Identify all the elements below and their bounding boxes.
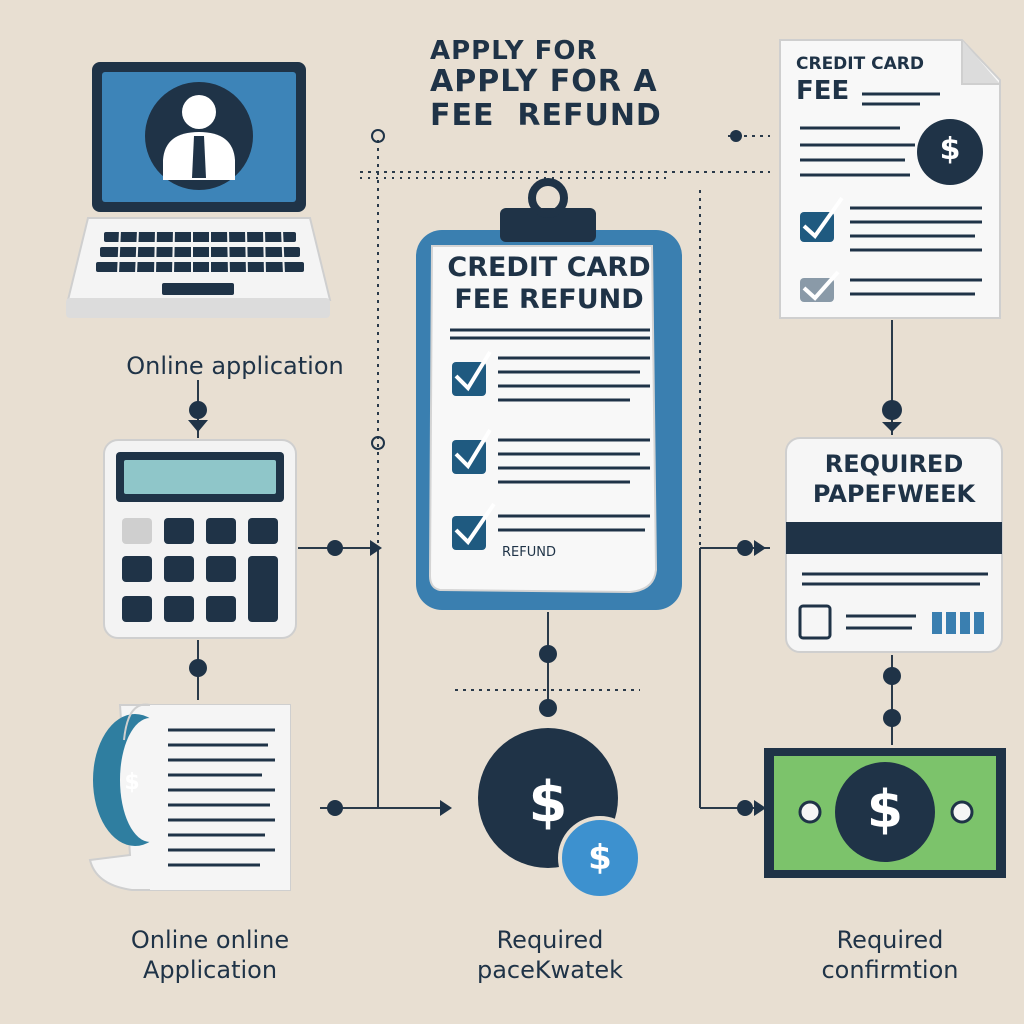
- clipboard-icon: [416, 178, 682, 610]
- paperwork-heading-2: PAPEFWEEK: [812, 480, 976, 508]
- title-line-3: FEE REFUND: [430, 98, 662, 133]
- document-heading-2: FEE: [796, 76, 850, 106]
- connector-node: [539, 699, 557, 717]
- arrow-head: [882, 422, 902, 432]
- arrow-head: [754, 540, 766, 556]
- connector-node: [371, 436, 385, 450]
- checkbox-icon: [452, 502, 496, 550]
- arrow-head: [370, 540, 382, 556]
- receipt-caption-2: Application: [142, 956, 278, 984]
- connector-node: [882, 400, 902, 420]
- clipboard-heading-2: FEE REFUND: [454, 284, 644, 315]
- bill-caption-2: confirmtion: [821, 956, 959, 984]
- receipt-caption-1: Online online: [130, 926, 290, 954]
- dollar-badge-icon: [917, 119, 983, 185]
- connector-node: [371, 129, 385, 143]
- checkbox-icon: [800, 196, 844, 242]
- checkbox-icon: [800, 270, 840, 302]
- clipboard-heading-1: CREDIT CARD: [447, 252, 651, 283]
- bill-symbol: $: [866, 780, 904, 840]
- connector-node: [730, 130, 742, 142]
- arrow-heads: [188, 420, 902, 816]
- paperwork-heading-1: REQUIRED: [824, 450, 964, 478]
- connector-nodes: [189, 129, 902, 816]
- connector-node: [327, 800, 343, 816]
- coin-small-symbol: $: [588, 838, 612, 878]
- document-badge-symbol: $: [939, 132, 961, 167]
- dollar-bill-icon: [764, 748, 1006, 878]
- connector-node: [883, 667, 901, 685]
- connector-node: [189, 659, 207, 677]
- document-heading-1: CREDIT CARD: [796, 54, 924, 74]
- arrow-head: [188, 420, 208, 432]
- coins-caption-2: paceKwatek: [476, 956, 624, 984]
- receipt-icon: [88, 703, 291, 891]
- laptop-icon: [66, 62, 332, 318]
- coins-caption-1: Required: [496, 926, 604, 954]
- title-line-1: APPLY FOR: [430, 36, 598, 66]
- connector-node: [539, 645, 557, 663]
- checkbox-icon: [452, 428, 492, 474]
- document-icon: [779, 39, 1001, 319]
- receipt-symbol: $: [124, 770, 140, 795]
- coin-large-symbol: $: [528, 770, 568, 835]
- title-line-2: APPLY FOR A: [430, 64, 658, 99]
- clipboard-footer: REFUND: [502, 545, 556, 560]
- connector-node: [883, 709, 901, 727]
- connector-node: [327, 540, 343, 556]
- paperwork-card-icon: [785, 437, 1003, 653]
- bill-caption-1: Required: [836, 926, 944, 954]
- connector-node: [737, 540, 753, 556]
- arrow-head: [754, 800, 766, 816]
- laptop-caption: Online application: [126, 352, 344, 380]
- arrow-head: [440, 800, 452, 816]
- coin-icon-small: [558, 816, 642, 900]
- connector-node: [189, 401, 207, 419]
- checkbox-icon: [452, 350, 492, 396]
- calculator-icon: [103, 439, 297, 639]
- connector-node: [737, 800, 753, 816]
- keyboard: [96, 232, 304, 295]
